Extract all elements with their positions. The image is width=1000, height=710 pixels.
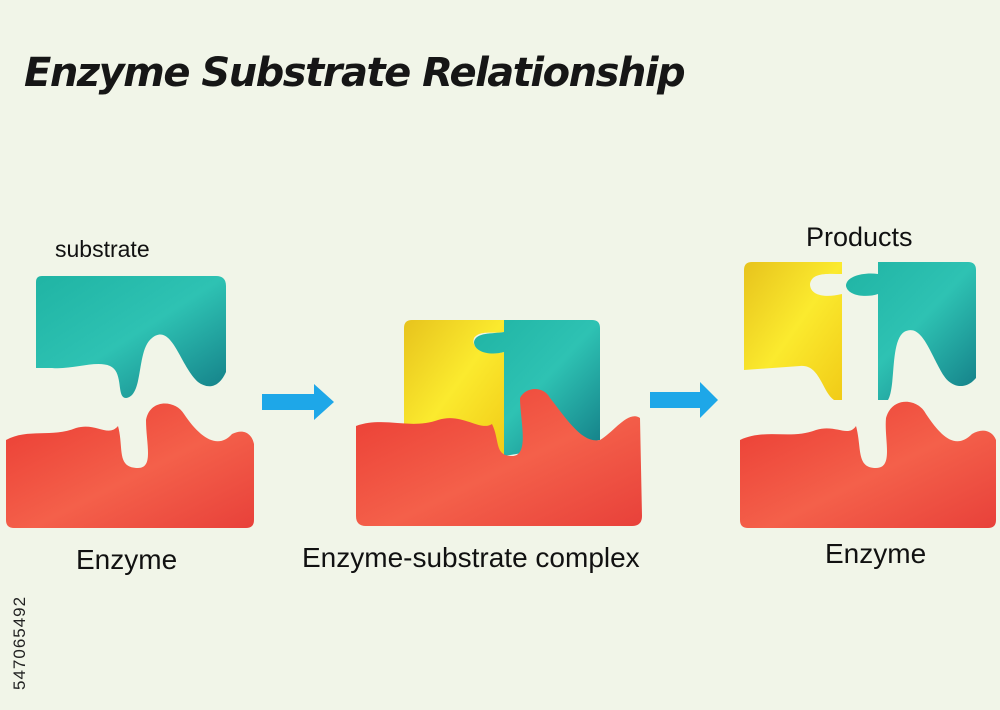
product-yellow-bound: [404, 320, 504, 456]
enzyme-shape-left: [6, 403, 254, 528]
product-teal-shape: [846, 262, 976, 400]
enzyme-shape-right: [740, 401, 996, 528]
product-yellow-shape: [744, 262, 842, 400]
label-enzyme-left: Enzyme: [76, 544, 178, 575]
right-arrow-icon: [650, 382, 718, 418]
diagram-title: Enzyme Substrate Relationship: [24, 50, 686, 96]
label-enzyme-right: Enzyme: [825, 538, 927, 569]
right-arrow-icon: [262, 384, 334, 420]
enzyme-shape-complex: [356, 389, 642, 526]
stock-image-id: 547065492: [10, 595, 29, 690]
label-enzyme-substrate-complex: Enzyme-substrate complex: [302, 542, 640, 573]
label-products: Products: [806, 222, 913, 252]
substrate-shape: [36, 276, 226, 398]
label-substrate: substrate: [55, 236, 150, 262]
